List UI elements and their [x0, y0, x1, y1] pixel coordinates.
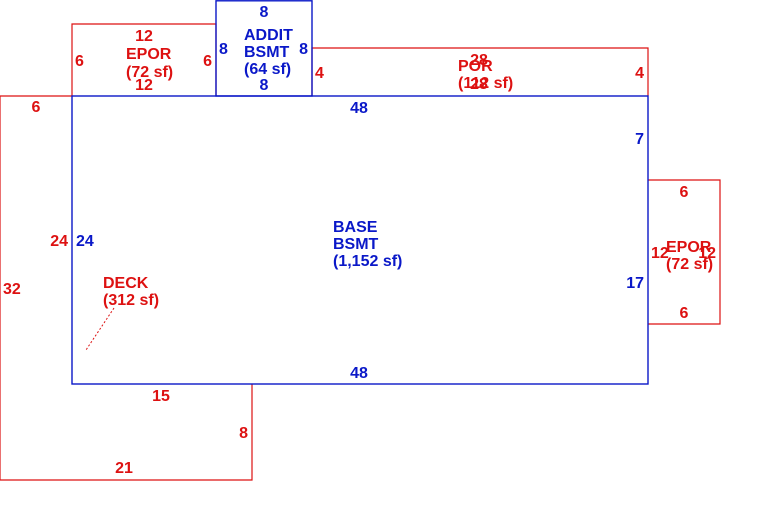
epor-right-area: (72 sf) [666, 256, 713, 273]
addit-bsmt-name-line2: BSMT [244, 44, 290, 61]
base-bsmt-area: (1,152 sf) [333, 253, 402, 270]
dim-epor-right-right: 12 [698, 245, 716, 262]
dim-addit-bottom: 8 [260, 77, 269, 94]
dim-addit-top: 8 [260, 4, 269, 21]
base-bsmt-outline [71, 95, 649, 385]
dim-deck-bottom: 21 [115, 460, 133, 477]
dim-base-right-lower: 17 [626, 275, 644, 292]
dim-base-left: 24 [76, 233, 94, 250]
dim-epor-top-right: 6 [203, 53, 212, 70]
deck-name: DECK [103, 275, 149, 292]
dim-addit-right: 8 [299, 41, 308, 58]
epor-right-name: EPOR [666, 239, 712, 256]
dim-epor-right-left: 12 [651, 245, 669, 262]
base-bsmt-name-line1: BASE [333, 219, 378, 236]
por-name: POR [458, 58, 493, 75]
dim-deck-step-top: 15 [152, 388, 170, 405]
dim-epor-right-top: 6 [680, 184, 689, 201]
dim-base-bottom: 48 [350, 365, 368, 382]
deck-area: (312 sf) [103, 292, 159, 309]
dim-epor-right-bottom: 6 [680, 305, 689, 322]
dim-deck-inner-left: 24 [50, 233, 68, 250]
dim-epor-top-left: 6 [75, 53, 84, 70]
epor-top-name: EPOR [126, 46, 172, 63]
dim-deck-left: 32 [3, 281, 21, 298]
dim-por-top: 28 [470, 52, 488, 69]
addit-bsmt-name-line1: ADDIT [244, 27, 293, 44]
addit-bsmt-area: (64 sf) [244, 61, 291, 78]
base-bsmt-name-line2: BSMT [333, 236, 379, 253]
deck-outline [0, 95, 253, 481]
dim-base-right-upper: 7 [635, 131, 644, 148]
epor-right-outline [648, 179, 721, 325]
dim-por-bottom: 28 [470, 76, 488, 93]
dim-base-top: 48 [350, 100, 368, 117]
dim-deck-top: 6 [32, 99, 41, 116]
dim-addit-left: 8 [219, 41, 228, 58]
epor-top-area: (72 sf) [126, 64, 173, 81]
dim-por-left: 4 [315, 65, 324, 82]
dim-epor-top-bottom: 12 [135, 77, 153, 94]
dim-por-right: 4 [635, 65, 644, 82]
dim-deck-step-right: 8 [239, 425, 248, 442]
por-area: (112 sf) [458, 75, 513, 92]
dim-epor-top-top: 12 [135, 28, 153, 45]
deck-leader-line [85, 307, 115, 351]
